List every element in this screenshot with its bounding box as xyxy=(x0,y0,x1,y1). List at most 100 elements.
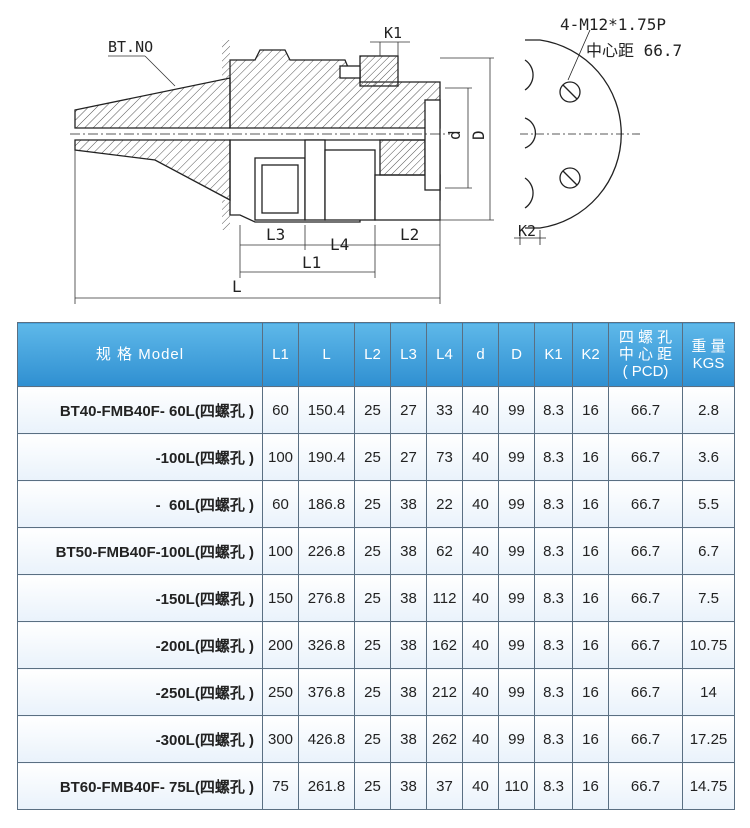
cell-d: 40 xyxy=(462,433,499,481)
cell-weight: 17.25 xyxy=(682,715,735,763)
header-l1: L1 xyxy=(262,322,299,387)
cell-d: 40 xyxy=(462,480,499,528)
cell-pcd: 66.7 xyxy=(608,762,683,810)
cell-pcd: 66.7 xyxy=(608,433,683,481)
label-D: D xyxy=(469,130,488,140)
cell-model: BT60-FMB40F- 75L(四螺孔 ) xyxy=(17,762,263,810)
cell-l: 150.4 xyxy=(298,386,355,434)
cell-model: -200L(四螺孔 ) xyxy=(17,621,263,669)
cell-d: 40 xyxy=(462,574,499,622)
cell-model: -150L(四螺孔 ) xyxy=(17,574,263,622)
cell-l3: 38 xyxy=(390,621,427,669)
header-k2: K2 xyxy=(572,322,609,387)
cell-pcd: 66.7 xyxy=(608,574,683,622)
cell-l3: 27 xyxy=(390,433,427,481)
cell-weight: 7.5 xyxy=(682,574,735,622)
side-view xyxy=(70,40,450,230)
cell-k1: 8.3 xyxy=(534,527,573,575)
cell-l3: 38 xyxy=(390,715,427,763)
cell-k2: 16 xyxy=(572,668,609,716)
cell-D: 99 xyxy=(498,621,535,669)
spec-table: 规 格 Model L1 L L2 L3 L4 d D K1 K2 四 螺 孔 … xyxy=(17,322,735,810)
cell-l2: 25 xyxy=(354,668,391,716)
cell-l: 226.8 xyxy=(298,527,355,575)
cell-k2: 16 xyxy=(572,621,609,669)
label-k2: K2 xyxy=(518,222,536,240)
header-d: d xyxy=(462,322,499,387)
cell-pcd: 66.7 xyxy=(608,668,683,716)
cell-l4: 212 xyxy=(426,668,463,716)
label-k1: K1 xyxy=(384,24,402,42)
cell-D: 99 xyxy=(498,386,535,434)
label-d: d xyxy=(445,130,464,140)
cell-l4: 62 xyxy=(426,527,463,575)
cell-k1: 8.3 xyxy=(534,433,573,481)
header-model: 规 格 Model xyxy=(17,322,263,387)
cell-pcd: 66.7 xyxy=(608,480,683,528)
cell-l3: 38 xyxy=(390,762,427,810)
cell-D: 99 xyxy=(498,715,535,763)
cell-l4: 262 xyxy=(426,715,463,763)
cell-l3: 38 xyxy=(390,668,427,716)
cell-d: 40 xyxy=(462,527,499,575)
label-l2: L2 xyxy=(400,225,419,244)
header-weight-line1: 重 量 xyxy=(691,337,726,355)
cell-l: 190.4 xyxy=(298,433,355,481)
cell-l3: 27 xyxy=(390,386,427,434)
header-l3: L3 xyxy=(390,322,427,387)
cell-l1: 250 xyxy=(262,668,299,716)
cell-l2: 25 xyxy=(354,715,391,763)
cell-weight: 2.8 xyxy=(682,386,735,434)
cell-pcd: 66.7 xyxy=(608,527,683,575)
cell-l4: 112 xyxy=(426,574,463,622)
cell-k2: 16 xyxy=(572,762,609,810)
cell-l4: 22 xyxy=(426,480,463,528)
cell-l: 376.8 xyxy=(298,668,355,716)
cell-d: 40 xyxy=(462,715,499,763)
cell-l1: 300 xyxy=(262,715,299,763)
cell-k2: 16 xyxy=(572,574,609,622)
cell-l1: 75 xyxy=(262,762,299,810)
cell-model: BT40-FMB40F- 60L(四螺孔 ) xyxy=(17,386,263,434)
cell-weight: 5.5 xyxy=(682,480,735,528)
header-weight-line2: KGS xyxy=(692,354,725,372)
dimension-lines xyxy=(74,41,494,304)
cell-l2: 25 xyxy=(354,433,391,481)
cell-l4: 33 xyxy=(426,386,463,434)
cell-D: 99 xyxy=(498,574,535,622)
header-D: D xyxy=(498,322,535,387)
cell-l4: 162 xyxy=(426,621,463,669)
cell-model: BT50-FMB40F-100L(四螺孔 ) xyxy=(17,527,263,575)
header-l4: L4 xyxy=(426,322,463,387)
cell-weight: 14.75 xyxy=(682,762,735,810)
label-l3: L3 xyxy=(266,225,285,244)
cell-model: -300L(四螺孔 ) xyxy=(17,715,263,763)
header-l: L xyxy=(298,322,355,387)
technical-drawing: BT.NO K1 4-M12*1.75P 中心距 66.7 d D L3 L4 … xyxy=(70,15,682,304)
cell-l1: 60 xyxy=(262,480,299,528)
cell-l: 276.8 xyxy=(298,574,355,622)
cell-l: 261.8 xyxy=(298,762,355,810)
cell-d: 40 xyxy=(462,762,499,810)
cell-l3: 38 xyxy=(390,574,427,622)
cell-k1: 8.3 xyxy=(534,574,573,622)
header-pcd-line2: 中 心 距 xyxy=(618,346,673,363)
cell-model: -250L(四螺孔 ) xyxy=(17,668,263,716)
cell-l1: 100 xyxy=(262,527,299,575)
cell-D: 99 xyxy=(498,527,535,575)
cell-k2: 16 xyxy=(572,386,609,434)
cell-k1: 8.3 xyxy=(534,668,573,716)
cell-pcd: 66.7 xyxy=(608,386,683,434)
cell-l3: 38 xyxy=(390,527,427,575)
cell-l1: 60 xyxy=(262,386,299,434)
header-pcd-line1: 四 螺 孔 xyxy=(618,329,673,346)
cell-l4: 37 xyxy=(426,762,463,810)
label-bt-no: BT.NO xyxy=(108,38,153,56)
cell-k2: 16 xyxy=(572,433,609,481)
